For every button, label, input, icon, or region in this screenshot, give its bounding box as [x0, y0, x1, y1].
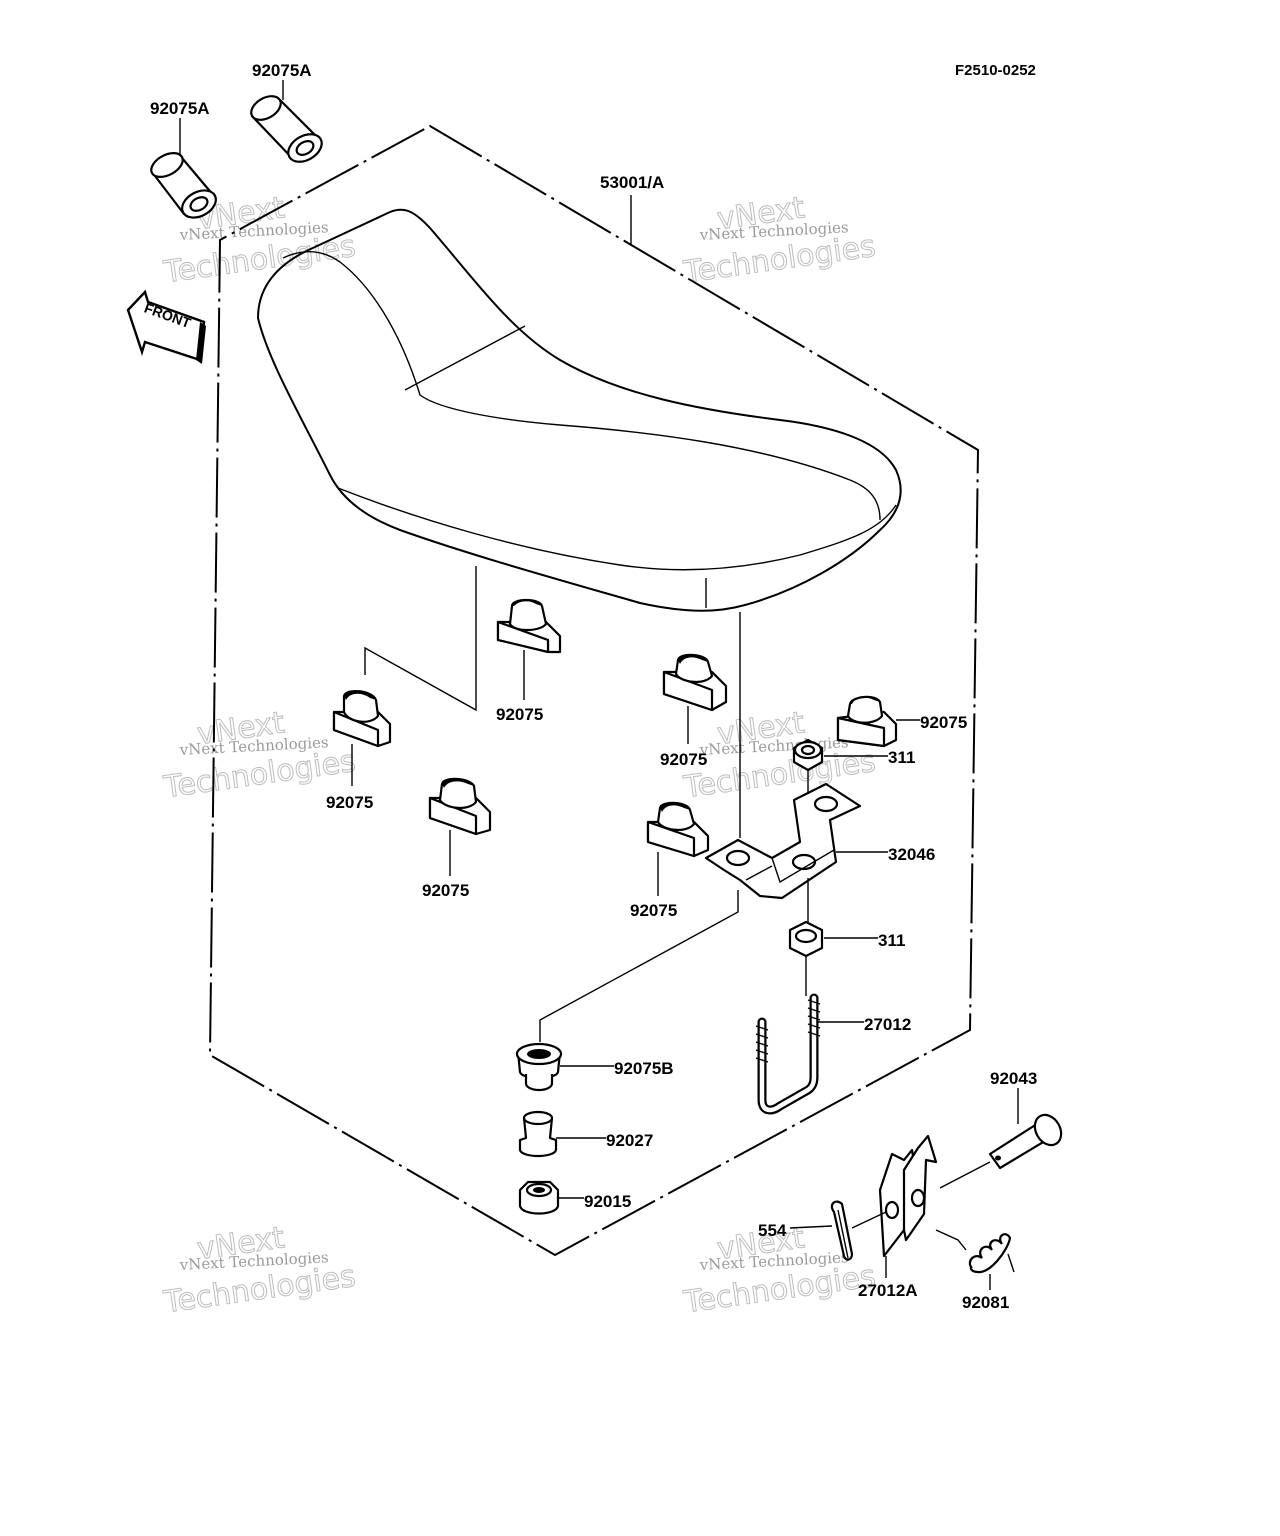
label-bracket: 32046	[888, 845, 935, 864]
label-damper-1: 92075	[496, 705, 543, 724]
nut-311-lower	[788, 920, 824, 958]
collar-92075a-upper	[250, 95, 323, 163]
label-nut-upper: 311	[888, 748, 915, 767]
damper-92075-3	[428, 777, 492, 836]
label-damper-6: 92075	[630, 901, 677, 920]
leader-bracket-damper-b	[539, 890, 739, 1042]
damper-92075-5	[836, 695, 898, 748]
figure-reference: F2510-0252	[955, 62, 1036, 79]
nut-311-upper	[792, 738, 824, 772]
assembly-outline	[208, 124, 980, 1257]
u-bolt-27012	[755, 993, 821, 1115]
pin-92043	[988, 1113, 1063, 1170]
leader-seat-left	[364, 566, 477, 712]
nut-flange-92015	[518, 1180, 560, 1215]
damper-92075-6	[646, 801, 710, 858]
label-92075a-lower: 92075A	[150, 99, 210, 118]
label-nut-lower: 311	[878, 931, 905, 950]
label-damper-2: 92075	[326, 793, 373, 812]
cotter-pin-554	[830, 1200, 854, 1261]
label-damper-4: 92075	[660, 750, 707, 769]
label-flange-nut: 92015	[584, 1192, 631, 1211]
collar-92027	[518, 1110, 558, 1158]
label-92075a-upper: 92075A	[252, 61, 312, 80]
label-spring: 92081	[962, 1293, 1009, 1312]
label-collar: 92027	[606, 1131, 653, 1150]
damper-92075-2	[332, 690, 392, 748]
seat-53001	[256, 208, 902, 612]
label-damper-b: 92075B	[614, 1059, 674, 1078]
label-damper-3: 92075	[422, 881, 469, 900]
damper-92075-1	[496, 598, 562, 654]
label-hook: 27012A	[858, 1281, 918, 1300]
collar-92075a-lower	[150, 151, 217, 219]
front-arrow-icon: FRONT	[126, 289, 206, 364]
label-u-bolt: 27012	[864, 1015, 911, 1034]
spring-92081	[935, 1229, 1015, 1274]
label-damper-5: 92075	[920, 713, 967, 732]
damper-92075-4	[662, 653, 728, 712]
label-cotter-pin: 554	[758, 1221, 787, 1240]
bracket-32046	[704, 782, 862, 900]
damper-92075b	[515, 1042, 563, 1092]
hook-27012a	[878, 1134, 938, 1258]
label-seat: 53001/A	[600, 173, 664, 192]
label-pin: 92043	[990, 1069, 1037, 1088]
